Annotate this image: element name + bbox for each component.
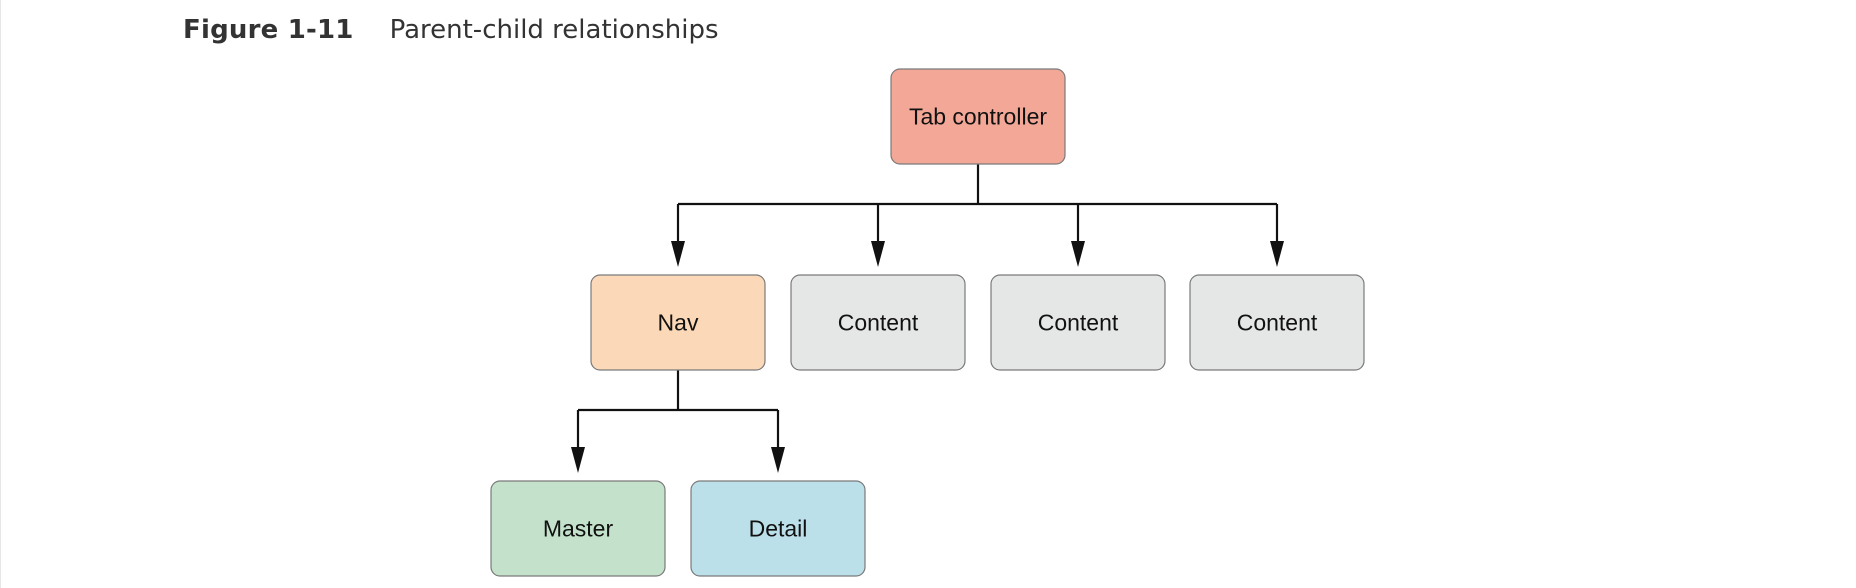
node-box-content-3 (1189, 274, 1365, 371)
arrowhead-content-2 (1071, 241, 1085, 267)
node-box-nav (590, 274, 766, 371)
node-box-master (490, 480, 666, 577)
node-box-tab-controller (890, 68, 1066, 165)
node-box-content-2 (990, 274, 1166, 371)
node-tab-controller: Tab controller (890, 68, 1066, 165)
node-label-master: Master (543, 516, 614, 542)
node-content-2: Content (990, 274, 1166, 371)
node-box-content-1 (790, 274, 966, 371)
node-box-detail (690, 480, 866, 577)
page-left-border (0, 0, 1, 588)
arrowhead-content-1 (871, 241, 885, 267)
node-content-1: Content (790, 274, 966, 371)
arrowhead-nav (671, 241, 685, 267)
connectors (571, 164, 1284, 473)
figure-number: Figure 1-11 (183, 15, 354, 45)
node-detail: Detail (690, 480, 866, 577)
node-label-detail: Detail (749, 516, 808, 542)
arrowhead-content-3 (1270, 241, 1284, 267)
node-label-content-3: Content (1237, 310, 1318, 336)
figure-caption: Figure 1-11 Parent-child relationships (183, 10, 719, 50)
node-label-content-1: Content (838, 310, 919, 336)
arrowhead-detail (771, 447, 785, 473)
node-content-3: Content (1189, 274, 1365, 371)
node-master: Master (490, 480, 666, 577)
arrowhead-master (571, 447, 585, 473)
node-nav: Nav (590, 274, 766, 371)
node-label-tab-controller: Tab controller (909, 104, 1047, 130)
node-label-nav: Nav (658, 310, 699, 336)
figure-title: Parent-child relationships (389, 15, 719, 45)
node-label-content-2: Content (1038, 310, 1119, 336)
